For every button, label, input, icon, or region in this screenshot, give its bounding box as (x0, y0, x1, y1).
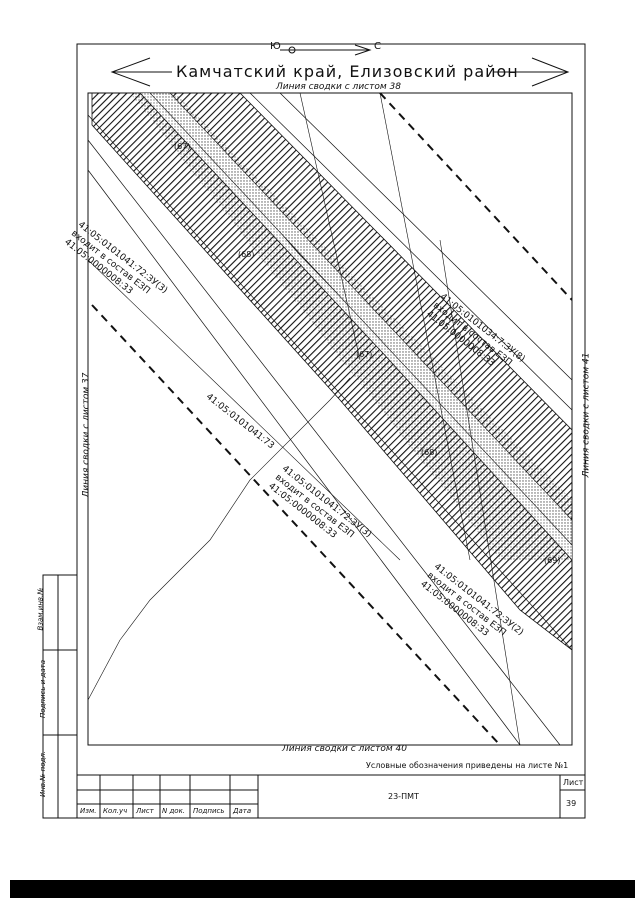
column-header: Подпись (193, 807, 225, 815)
page-title: Камчатский край, Елизовский район (176, 62, 519, 81)
north-arrow-letter-north: С (374, 41, 381, 52)
side-field: Подпись и дата (38, 660, 47, 718)
column-header: N док. (162, 807, 186, 815)
scan-bottom-bar (10, 880, 635, 898)
dashed-boundary-lines (91, 93, 572, 745)
road-median (149, 93, 572, 546)
parcel-boundary-lines (88, 93, 521, 745)
column-header: Дата (233, 807, 252, 815)
title-block (76, 774, 586, 819)
side-field: Взам.инв.№ (36, 587, 45, 631)
road-edge-lines (88, 93, 572, 745)
doc-code: 23-ПМТ (388, 792, 419, 801)
side-field: Инв.№ подл. (39, 750, 48, 798)
title-arrow (110, 57, 570, 87)
column-header: Изм. (80, 807, 97, 815)
legend-note: Условные обозначения приведены на листе … (366, 761, 569, 770)
sheet-number: 39 (566, 799, 577, 808)
marker-label: (68) (238, 250, 255, 259)
side-stamp (42, 574, 78, 819)
marker-label: (69) (544, 556, 561, 565)
marker-label: (67) (356, 350, 373, 359)
match-line-left: Линия сводки с листом 37 (81, 372, 92, 498)
north-arrow-letter-south: Ю (270, 41, 281, 52)
marker-label: (67) (174, 142, 191, 151)
map-frame (87, 92, 573, 746)
column-header: Кол.уч (103, 807, 128, 815)
match-line-top: Линия сводки с листом 38 (276, 82, 401, 92)
north-arrow-icon (280, 44, 372, 56)
match-line-bottom: Линия сводки с листом 40 (282, 744, 407, 754)
marker-label: (68) (421, 448, 438, 457)
sheet-label: Лист (563, 778, 584, 787)
road-hatched-lower (91, 93, 572, 651)
column-header: Лист (136, 807, 154, 815)
match-line-right: Линия сводки с листом 41 (581, 352, 592, 478)
